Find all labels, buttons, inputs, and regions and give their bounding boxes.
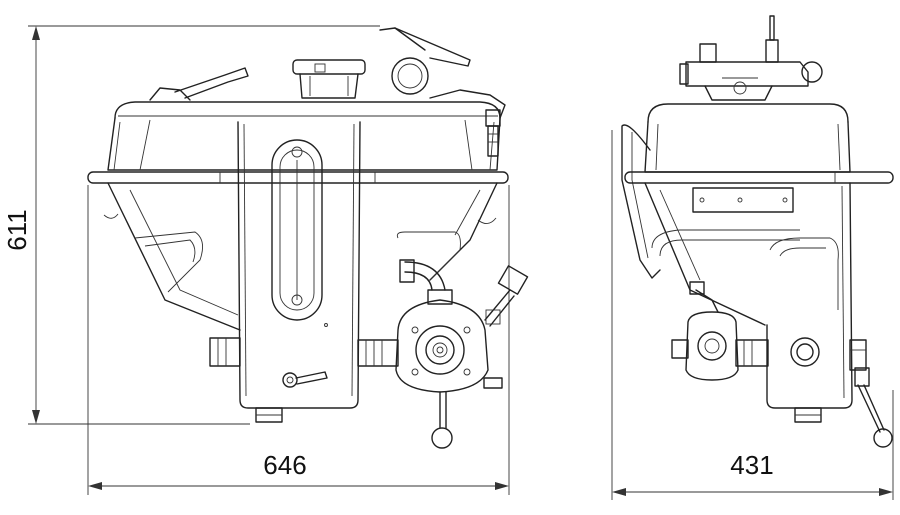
front-width-dimension: 646 xyxy=(87,185,510,495)
front-width-dimension-label: 646 xyxy=(263,450,306,480)
side-view xyxy=(621,15,894,448)
height-dimension-label: 611 xyxy=(2,209,32,250)
side-width-dimension: 431 xyxy=(611,130,894,500)
height-dimension: 611 xyxy=(2,25,380,425)
front-view xyxy=(87,27,529,449)
side-width-dimension-label: 431 xyxy=(730,450,773,480)
